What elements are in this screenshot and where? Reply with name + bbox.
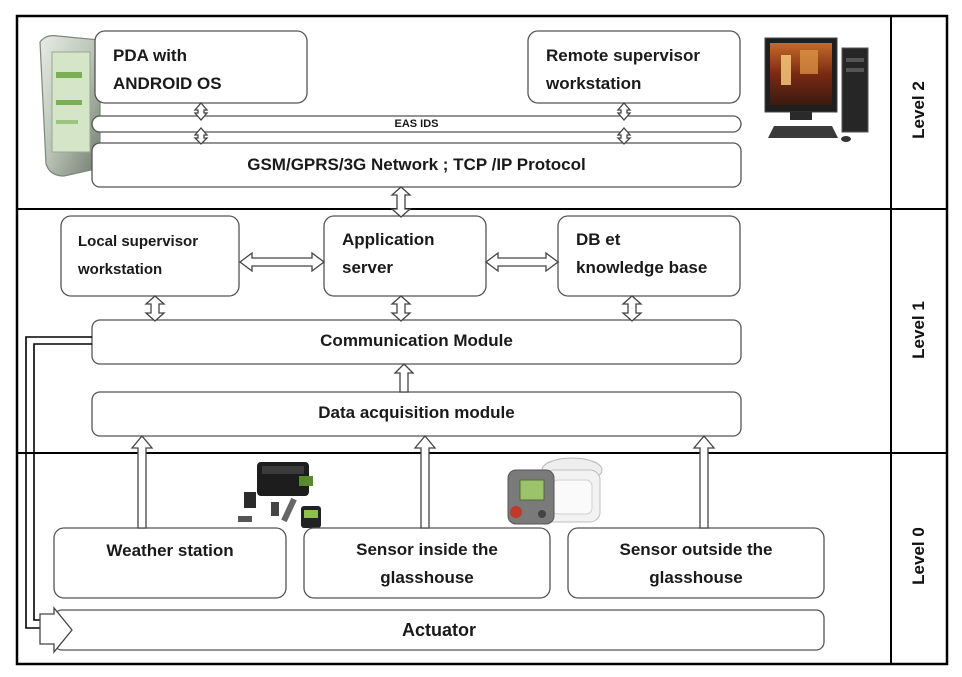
local-app-arrow (238, 251, 326, 273)
weather-station-kit-icon (238, 462, 321, 528)
outside-label-line1: Sensor outside the (619, 540, 773, 559)
remote-label-line2: workstation (546, 74, 642, 93)
app-label-line1: Application (342, 230, 435, 249)
level-1-label: Level 1 (909, 301, 928, 359)
network-label: GSM/GPRS/3G Network ; TCP /IP Protocol (247, 155, 586, 174)
remote-eas-arrow (616, 102, 632, 121)
sensor-outside-box (567, 527, 825, 599)
communication-module-label: Communication Module (320, 331, 513, 350)
comm-actuator-feedback-line (25, 336, 92, 629)
pda-label: PDA with ANDROID OS (113, 42, 222, 98)
db-label-line2: knowledge base (576, 258, 708, 277)
remote-label-line1: Remote supervisor (546, 46, 700, 65)
local-label-line1: Local supervisor (78, 233, 199, 250)
sensor-inside-label: Sensor inside the glasshouse (304, 536, 550, 592)
pda-eas-arrow (193, 102, 209, 121)
communication-module-box (91, 319, 742, 365)
eas-ids-bar (91, 115, 742, 133)
level-0-label: Level 0 (909, 527, 928, 585)
application-server-box (323, 215, 487, 297)
local-workstation-label: Local supervisor workstation (78, 228, 198, 284)
remote-network-arrow (616, 127, 632, 145)
data-acquisition-label: Data acquisition module (318, 403, 515, 422)
sensor-device-icon (507, 457, 603, 525)
pda-label-line1: PDA with (113, 46, 187, 65)
outside-daq-arrow (692, 434, 716, 529)
db-knowledge-box (557, 215, 741, 297)
inside-label-line2: glasshouse (380, 568, 474, 587)
local-workstation-box (60, 215, 240, 297)
local-label-line2: workstation (78, 261, 163, 278)
data-acquisition-box (91, 391, 742, 437)
pda-network-arrow (193, 127, 209, 145)
outside-label-line2: glasshouse (649, 568, 743, 587)
level-2-label: Level 2 (909, 81, 928, 139)
db-knowledge-label: DB et knowledge base (576, 226, 707, 282)
db-label-line1: DB et (576, 230, 621, 249)
inside-daq-arrow (413, 434, 437, 529)
desktop-computer-icon (764, 37, 869, 142)
application-server-label: Application server (342, 226, 435, 282)
eas-ids-label: EAS IDS (394, 118, 439, 130)
db-comm-arrow (621, 295, 643, 322)
remote-workstation-box (527, 30, 741, 104)
weather-daq-arrow (130, 434, 154, 529)
daq-comm-arrow (393, 363, 415, 393)
weather-station-box (53, 527, 287, 599)
local-comm-arrow (144, 295, 166, 322)
diagram-frame (15, 14, 949, 666)
network-box (91, 142, 742, 188)
weather-station-label: Weather station (106, 541, 234, 560)
inside-label-line1: Sensor inside the (356, 540, 498, 559)
app-comm-arrow (390, 295, 412, 322)
app-label-line2: server (342, 258, 394, 277)
pda-device-icon (39, 35, 101, 177)
network-app-arrow (390, 186, 412, 218)
pda-label-line2: ANDROID OS (113, 74, 222, 93)
actuator-input-arrow (39, 606, 73, 654)
app-db-arrow (484, 251, 560, 273)
sensor-outside-label: Sensor outside the glasshouse (568, 536, 824, 592)
actuator-label: Actuator (401, 620, 476, 640)
remote-workstation-label: Remote supervisor workstation (546, 42, 700, 98)
